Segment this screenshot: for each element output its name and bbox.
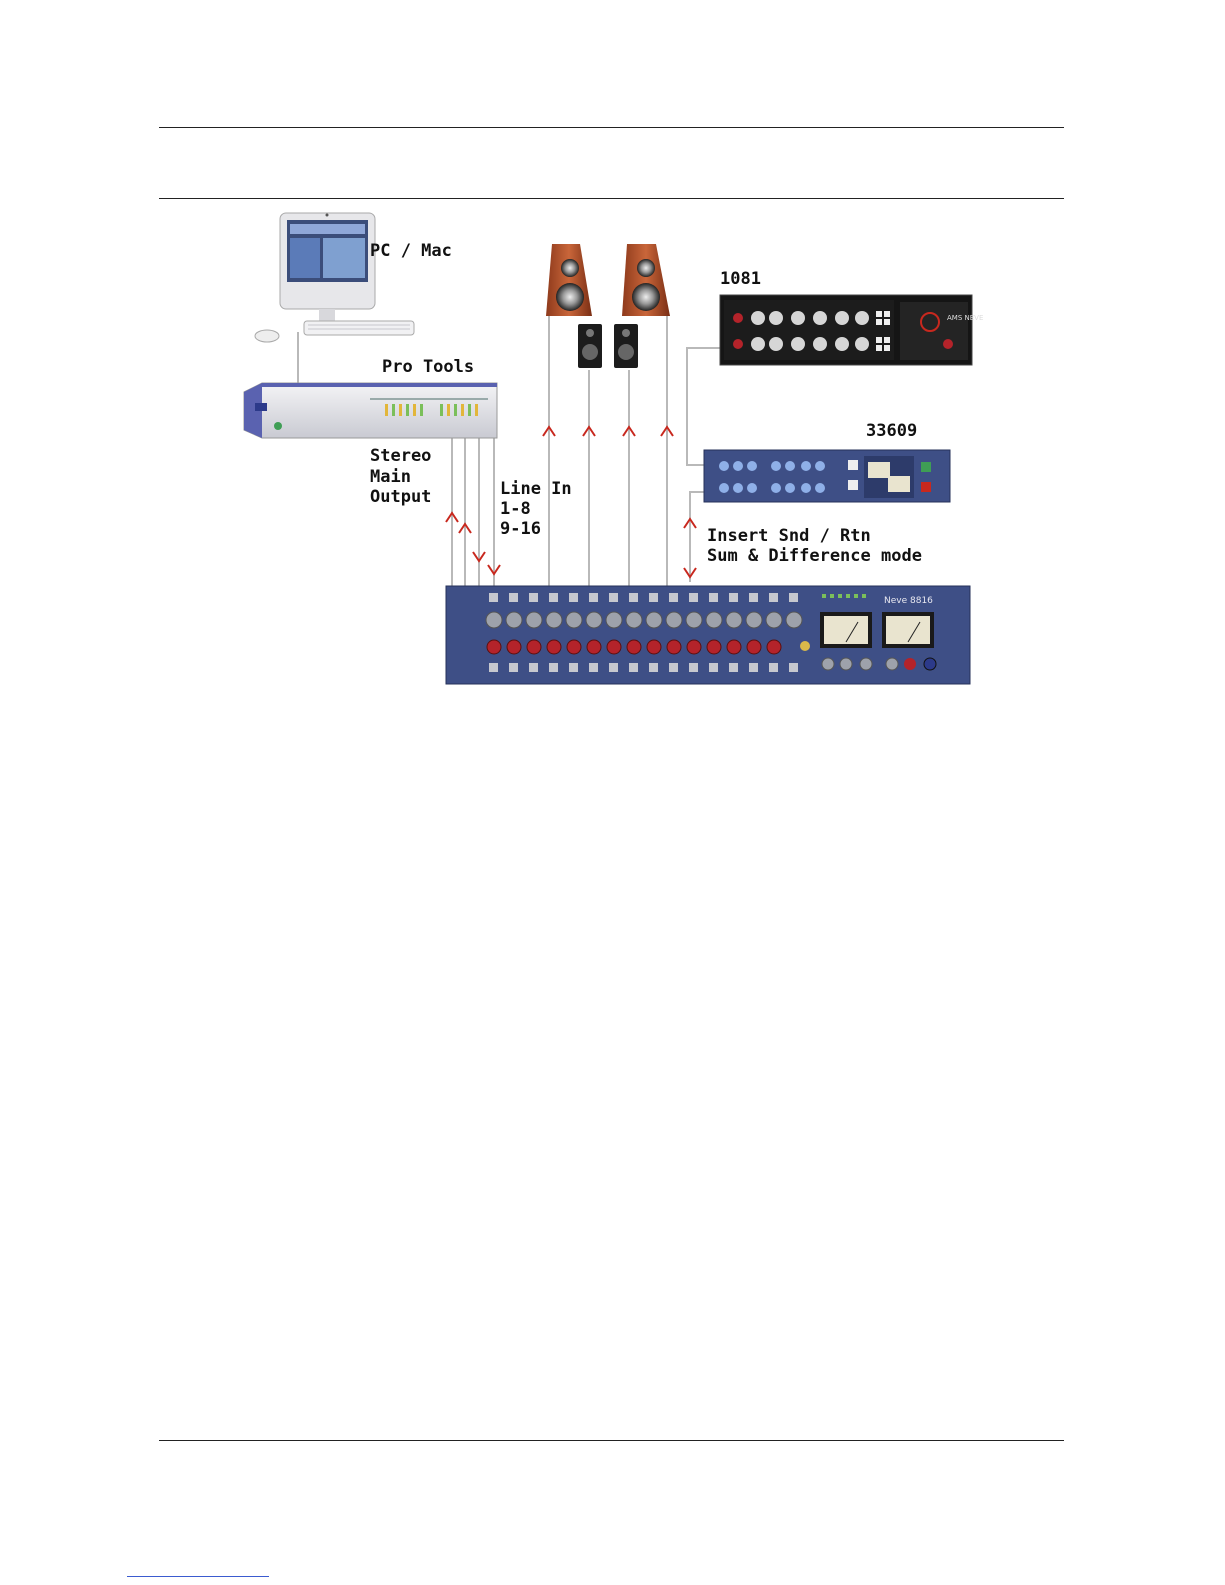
label-linein-1: Line In <box>500 479 572 499</box>
studio-monitor-speakers-icon <box>546 244 670 368</box>
cables <box>298 316 720 590</box>
pro-tools-interface-icon <box>244 383 497 438</box>
label-stereo-2: Main <box>370 467 411 487</box>
label-linein-3: 9-16 <box>500 519 541 539</box>
label-insert-1: Insert Snd / Rtn <box>707 526 871 546</box>
eq-logo-text: AMS NEVE <box>947 314 983 322</box>
footer-link-underline <box>127 1576 269 1577</box>
label-1081: 1081 <box>720 269 761 289</box>
mixer-brand-text: Neve 8816 <box>884 596 933 606</box>
footer-rule <box>159 1440 1064 1441</box>
neve-1081-eq-icon: AMS NEVE <box>720 295 983 365</box>
label-pro-tools: Pro Tools <box>382 357 474 377</box>
neve-33609-compressor-icon <box>704 450 950 502</box>
label-linein-2: 1-8 <box>500 499 531 519</box>
label-pc-mac: PC / Mac <box>370 241 452 261</box>
label-stereo-1: Stereo <box>370 446 431 466</box>
signal-arrows <box>446 427 696 577</box>
label-33609: 33609 <box>866 421 917 441</box>
neve-8816-summing-mixer-icon: Neve 8816 <box>446 586 970 684</box>
label-stereo-3: Output <box>370 487 431 507</box>
label-insert-2: Sum & Difference mode <box>707 546 922 566</box>
signal-flow-diagram: AMS NEVE <box>0 0 1225 720</box>
imac-computer-icon <box>255 213 414 342</box>
mixer-red-knobs <box>487 640 781 654</box>
